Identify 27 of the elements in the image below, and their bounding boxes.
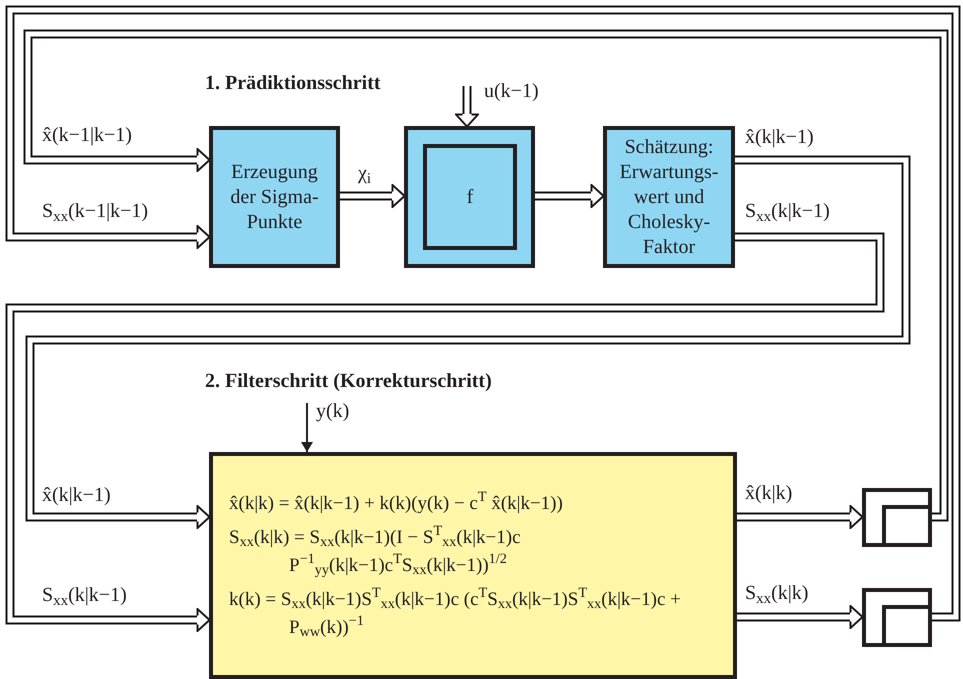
box-text: Erzeugung der Sigma-Punkte (229, 160, 320, 234)
box-text: Schätzung: Erwartungs-wert und Cholesky-Faktor (618, 134, 720, 260)
edge-label: S$_{xx}$(k|k−1) (745, 200, 830, 222)
delay-box (862, 588, 932, 647)
box-text: f (466, 184, 474, 210)
edge-label: x̂(k|k) (745, 482, 792, 504)
edge-label: S$_{xx}$(k|k) (745, 582, 808, 604)
process-box (404, 126, 535, 268)
arrow (301, 403, 313, 452)
edge-label: x̂(k|k−1) (745, 126, 814, 148)
section-heading: 1. Prädiktionsschritt (205, 72, 381, 94)
process-box (603, 126, 735, 268)
edge-label: y(k) (316, 400, 350, 422)
filter-box (209, 452, 737, 679)
signal-label: S$_{xx}$(k|k−1) (42, 584, 127, 606)
section-heading: 2. Filterschritt (Korrekturschritt) (205, 370, 492, 392)
edge-label: x̂(k−1|k−1) (42, 124, 132, 146)
edge-label: χ$_{i}$ (358, 162, 372, 184)
process-box (209, 126, 340, 268)
equation: x̂(k|k) = x̂(k|k−1) + k(k)(y(k) − c$^{T}$ x̂(k|k−1)) (229, 490, 564, 516)
edge-label: u(k−1) (484, 80, 539, 102)
delay-box (862, 488, 932, 547)
signal-label: x̂(k|k−1) (42, 484, 111, 506)
equation: k(k) = S$_{xx}$(k|k−1)S$^{T}$$_{xx}$(k|k−1)c (c$^{T}$S$_{xx}$(k|k−1)S$^{T}$$_{xx}$(k|k−1)c + P$_{ww}$(k))$^{−1}$ (229, 586, 682, 642)
equation: S$_{xx}$(k|k) = S$_{xx}$(k|k−1)(I − S$^{T}$$_{xx}$(k|k−1)c P$^{−1}$$_{yy}$(k|k−1)c$^{T}$S$_{xx}$(k|k−1))$^{1/2}$ (229, 524, 522, 580)
edge-label: S$_{xx}$(k−1|k−1) (42, 200, 148, 222)
process-box (423, 144, 517, 250)
